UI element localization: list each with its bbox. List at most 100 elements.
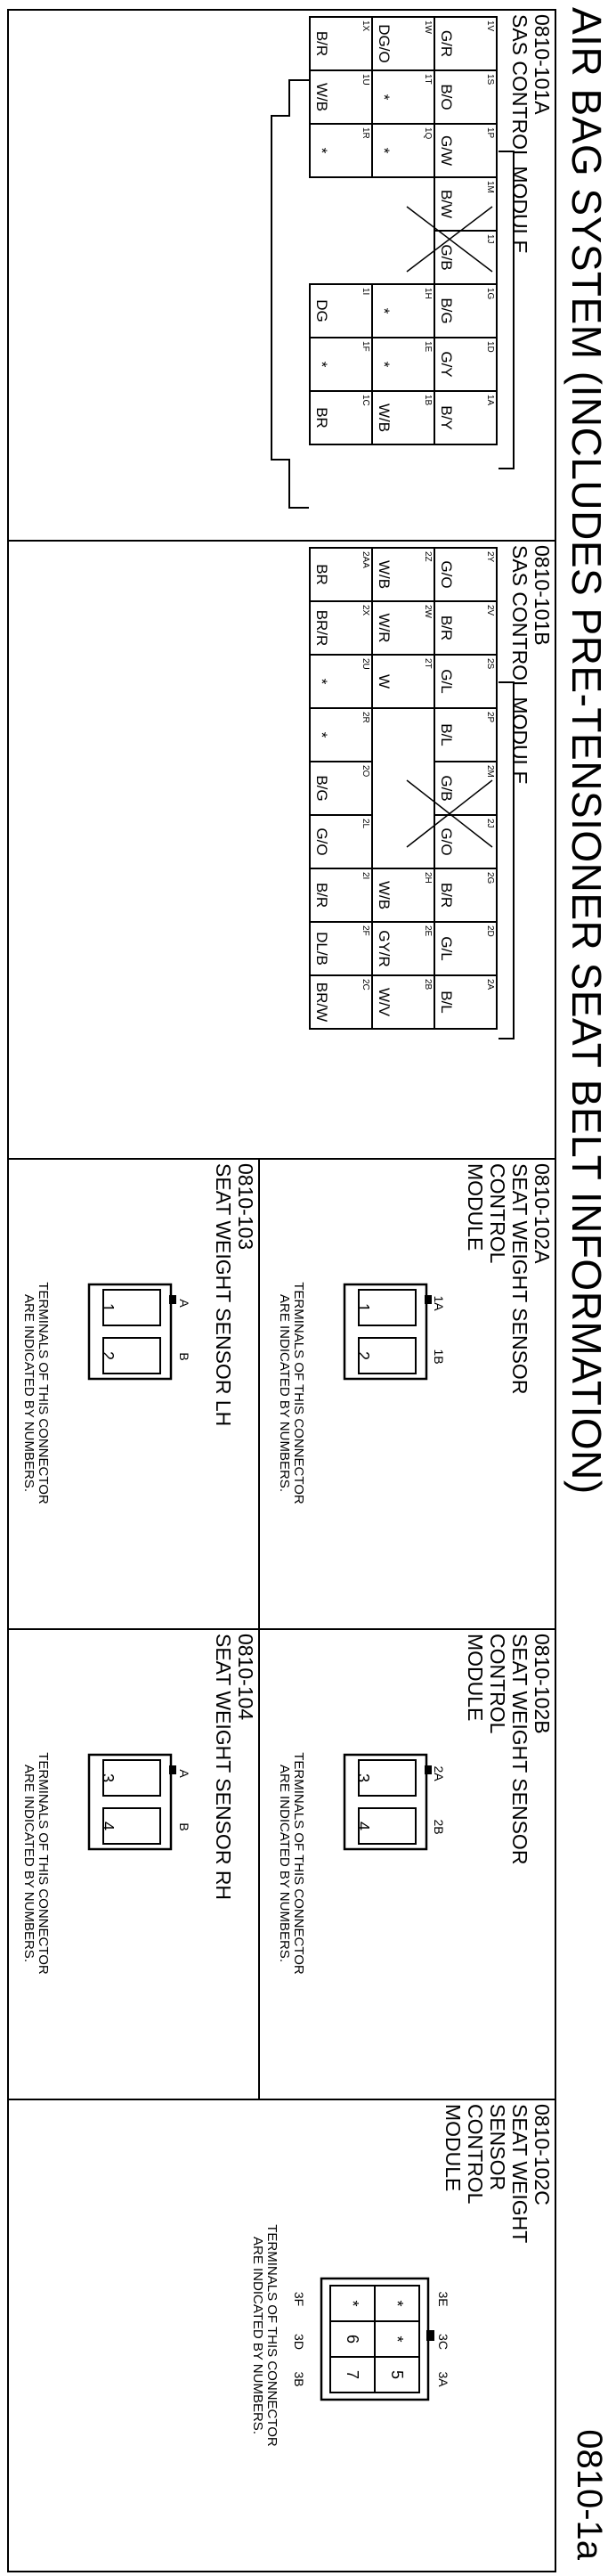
wire-color: W <box>376 673 393 689</box>
empty-cavity <box>372 762 434 815</box>
pin-number: 1P <box>485 127 495 139</box>
pin-number: 2O <box>361 765 370 778</box>
wire-color: G/B <box>438 244 455 271</box>
pin-number: 2Y <box>485 551 495 563</box>
wire-color: W/B <box>376 403 393 433</box>
pin-label: 1B <box>432 1349 446 1365</box>
pin-number: 1W <box>423 20 433 34</box>
pin-cell: 1Q* <box>372 124 434 177</box>
pin-label: 3A <box>436 2371 450 2387</box>
pin-number: 2W <box>423 605 433 618</box>
pin-cell: 1F * <box>310 338 372 391</box>
pin-number: 2I <box>361 872 370 880</box>
pin-label: 3D <box>292 2334 306 2350</box>
pin-cell: 1U W/B <box>310 70 372 124</box>
pin-cell: 2X BR/R <box>310 601 372 655</box>
wire-color: B/Y <box>438 405 455 430</box>
wire-color: G/O <box>438 560 455 589</box>
connector-box <box>87 1753 176 1851</box>
pin-number: 1R <box>361 127 370 139</box>
pin-cell: 3 <box>354 1773 372 1782</box>
pin-label: 2B <box>432 1819 446 1835</box>
pin-label: B <box>177 1352 191 1361</box>
pin-number: 1C <box>361 395 370 406</box>
pin-number: 1X <box>361 20 370 32</box>
pin-number: 1H <box>423 288 433 299</box>
pin-number: 1V <box>485 20 495 32</box>
pin-label: 1A <box>432 1295 446 1311</box>
wire-color: G/O <box>438 827 455 856</box>
wire-color: G/O <box>313 827 330 856</box>
pin-number: 2L <box>361 819 370 829</box>
wire-color: * <box>313 361 330 368</box>
wire-color: B/W <box>438 189 455 219</box>
pin-cell: 1S B/O <box>434 70 497 124</box>
wire-color: W/V <box>376 987 393 1017</box>
pin-label: 2A <box>432 1765 446 1781</box>
pin-cell: 2T W <box>372 655 434 708</box>
wire-color: B/L <box>438 723 455 746</box>
pin-number: 1U <box>361 74 370 86</box>
pin-cell: 1T * <box>372 70 434 124</box>
pin-cell: 2U* <box>310 655 372 708</box>
wire-color: BR <box>313 564 330 585</box>
connector-0810-103: 0810-103 SEAT WEIGHT SENSOR LH A B 1 2 T… <box>7 1158 260 1628</box>
pin-number: 1S <box>485 74 495 86</box>
connector-name: SEAT WEIGHT SENSOR CONTROL MODULE <box>442 2104 531 2244</box>
pin-number: 2AA <box>361 551 370 568</box>
pin-cell: 6 <box>344 2334 361 2344</box>
wire-color: B/R <box>438 882 455 909</box>
wire-color: B/R <box>438 615 455 641</box>
connector-0810-104: 0810-104 SEAT WEIGHT SENSOR RH A B 3 4 T… <box>7 1628 260 2099</box>
pin-cell: 4 <box>99 1821 117 1830</box>
wire-color: * <box>376 94 393 101</box>
pin-number: 2X <box>361 605 370 616</box>
wire-color: B/R <box>313 882 330 909</box>
connector-name: SEAT WEIGHT SENSOR CONTROL MODULE <box>464 1163 531 1395</box>
pin-number: 1T <box>423 74 433 85</box>
pin-label: 3C <box>436 2334 450 2350</box>
wire-color: G/L <box>438 669 455 694</box>
pin-number: 1F <box>361 341 370 352</box>
empty-cavity <box>310 177 372 231</box>
connector-0810-102a: 0810-102A SEAT WEIGHT SENSOR CONTROL MOD… <box>260 1158 556 1628</box>
pin-number: 2D <box>485 925 495 937</box>
wire-color: G/B <box>438 775 455 802</box>
pin-number: 2F <box>361 925 370 936</box>
wire-color: BR/R <box>313 609 330 647</box>
page-title: AIR BAG SYSTEM (INCLUDES PRE-TENSIONER S… <box>563 7 610 1495</box>
connector-housing <box>406 681 515 1039</box>
sheet-number: 0810-1a <box>570 2429 609 2560</box>
terminal-note: TERMINALS OF THIS CONNECTOR ARE INDICATE… <box>21 1282 51 1504</box>
pin-number: 2T <box>423 658 433 669</box>
pin-cell: 2 <box>354 1350 372 1360</box>
pin-cell: 1E* <box>372 338 434 391</box>
pin-cell: 2R* <box>310 708 372 762</box>
pin-number: 2E <box>423 925 433 937</box>
empty-cavity <box>310 231 372 284</box>
empty-cavity <box>372 177 434 231</box>
wire-color: W/B <box>313 82 330 112</box>
connector-code: 0810-102C <box>531 2104 554 2205</box>
empty-cavity <box>372 708 434 762</box>
pin-cell: 2AA BR <box>310 548 372 601</box>
wire-color: B/O <box>438 84 455 110</box>
pin-label: B <box>177 1822 191 1831</box>
